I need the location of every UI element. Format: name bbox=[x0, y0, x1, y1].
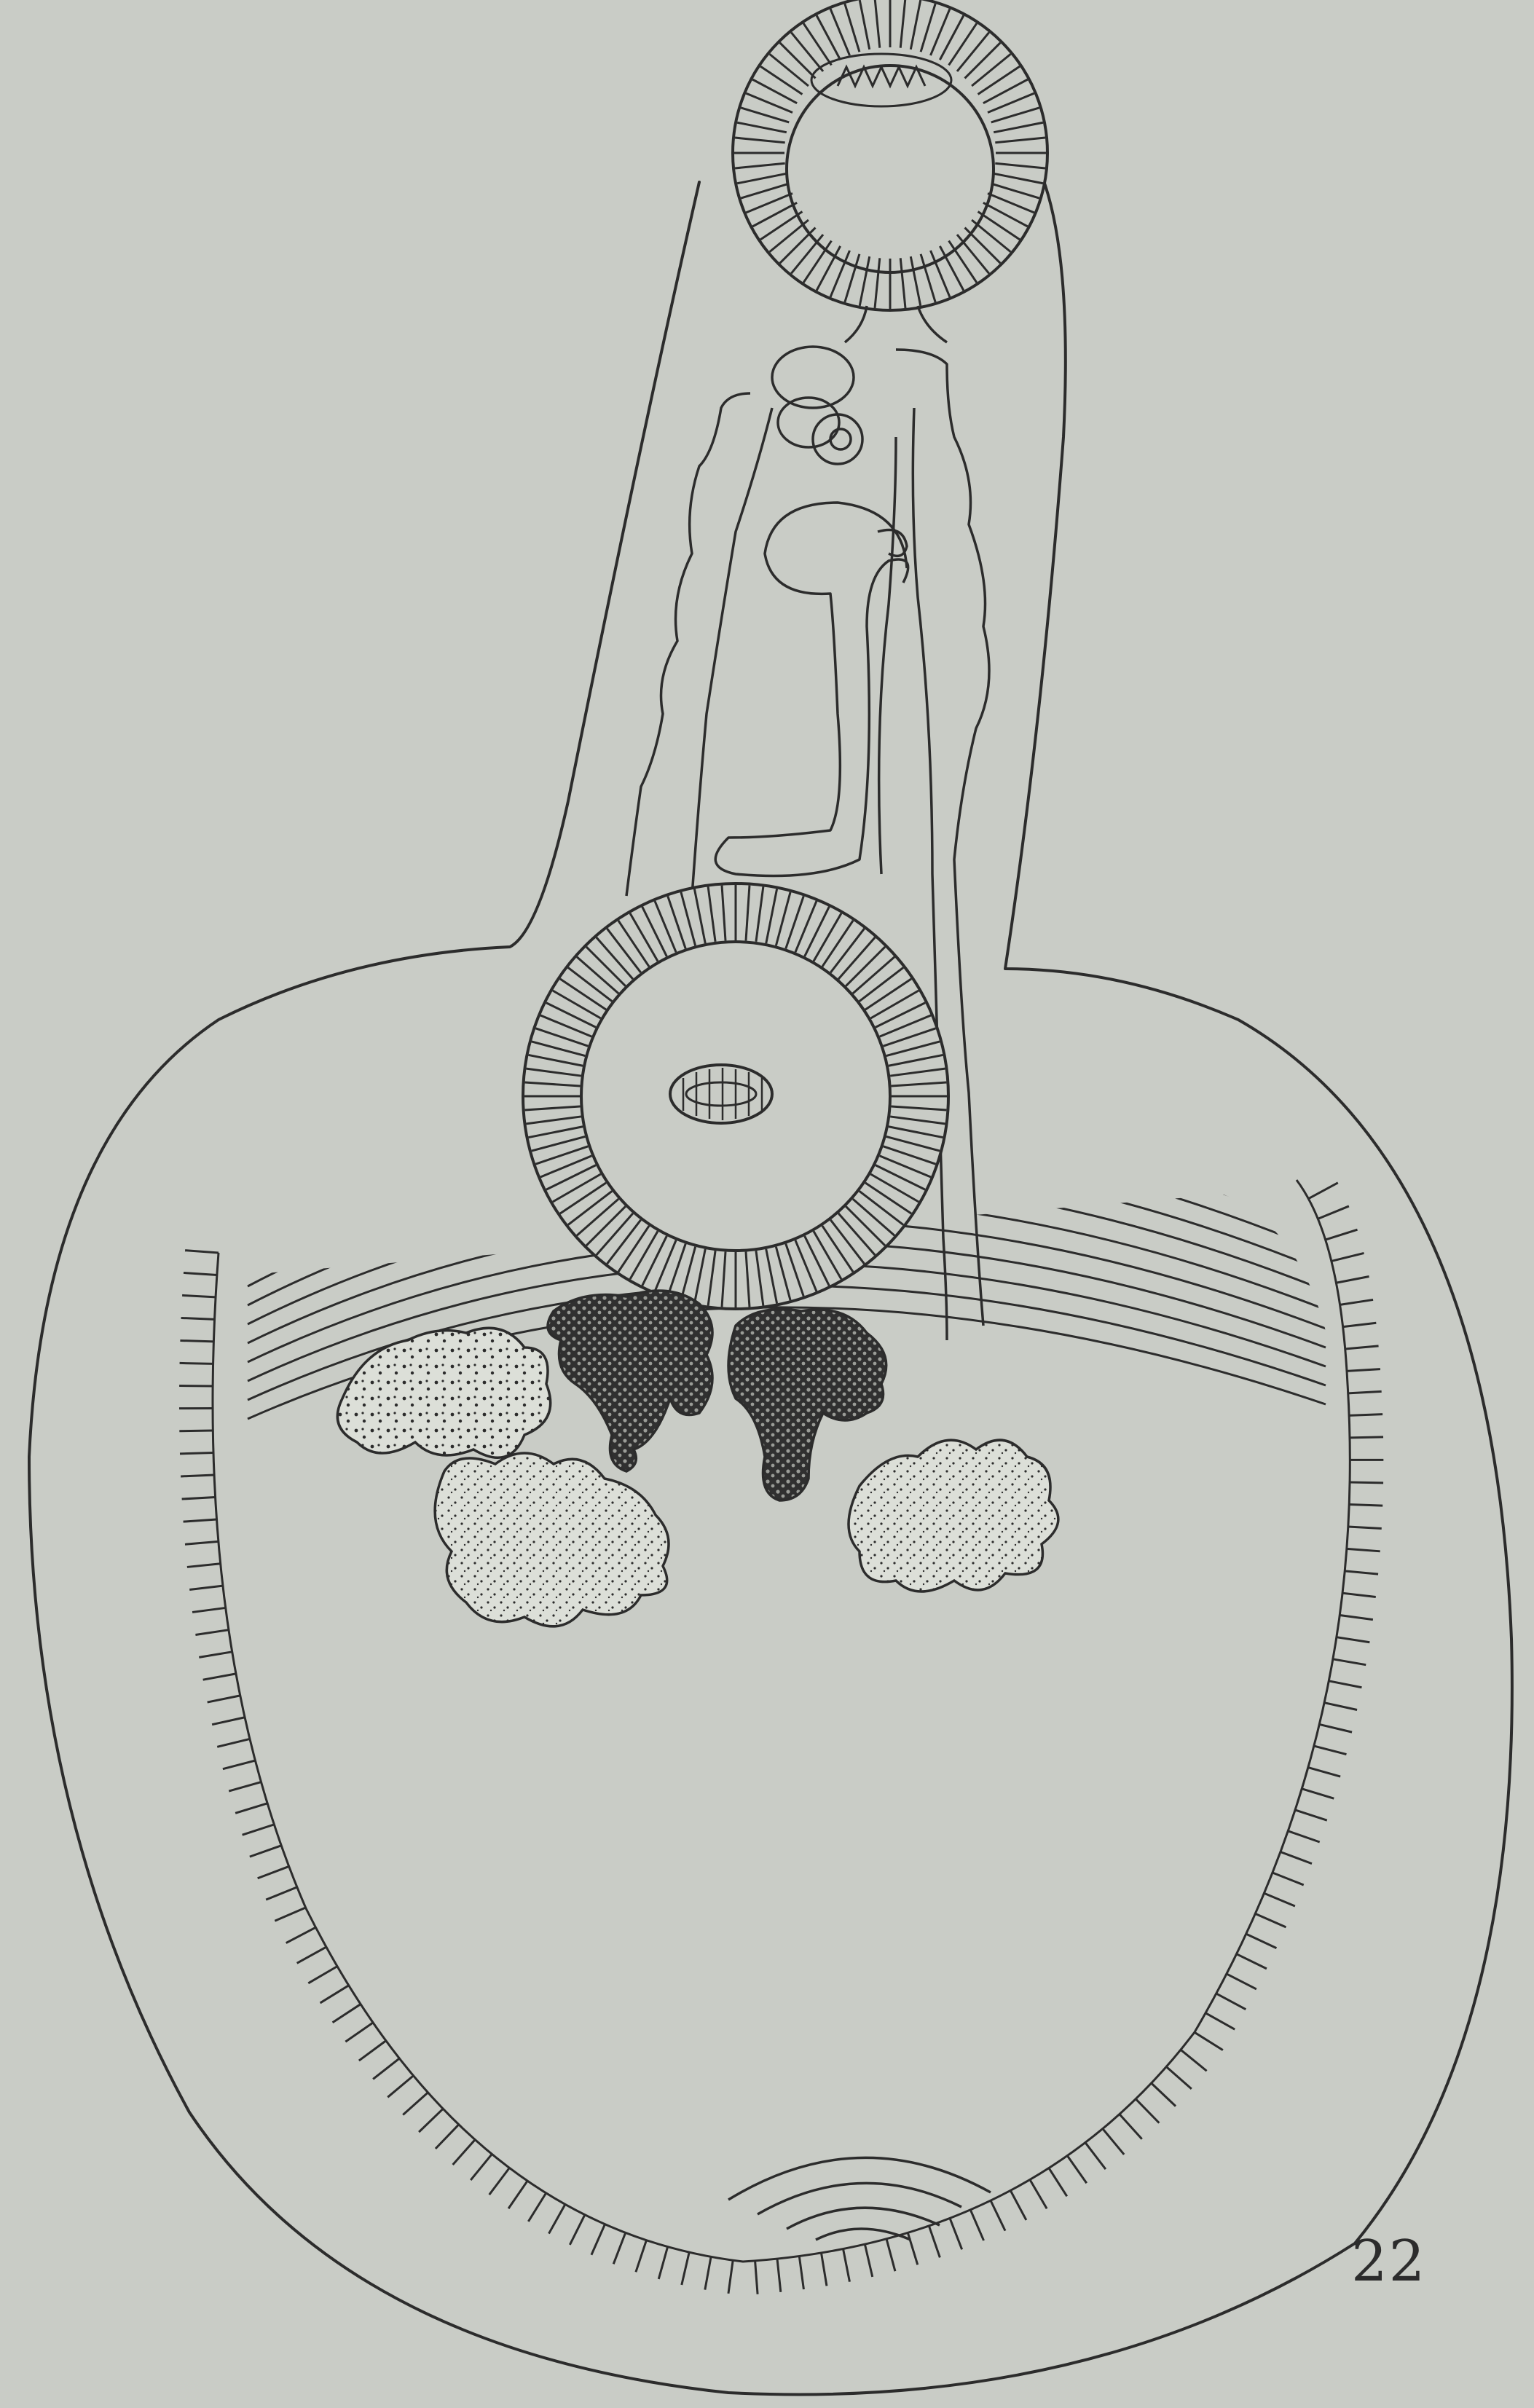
ventral-sucker bbox=[523, 884, 948, 1309]
testis-right bbox=[728, 1310, 886, 1501]
oral-sucker bbox=[733, 0, 1047, 310]
vitellarium-left-lower bbox=[435, 1453, 669, 1626]
testis-left bbox=[548, 1291, 712, 1471]
figure-number: 22 bbox=[1351, 2229, 1426, 2294]
vitellarium-left-upper bbox=[337, 1328, 550, 1457]
excretory-pore bbox=[728, 2157, 991, 2240]
caecum-left bbox=[626, 393, 750, 896]
vitellarium-right bbox=[849, 1440, 1058, 1591]
